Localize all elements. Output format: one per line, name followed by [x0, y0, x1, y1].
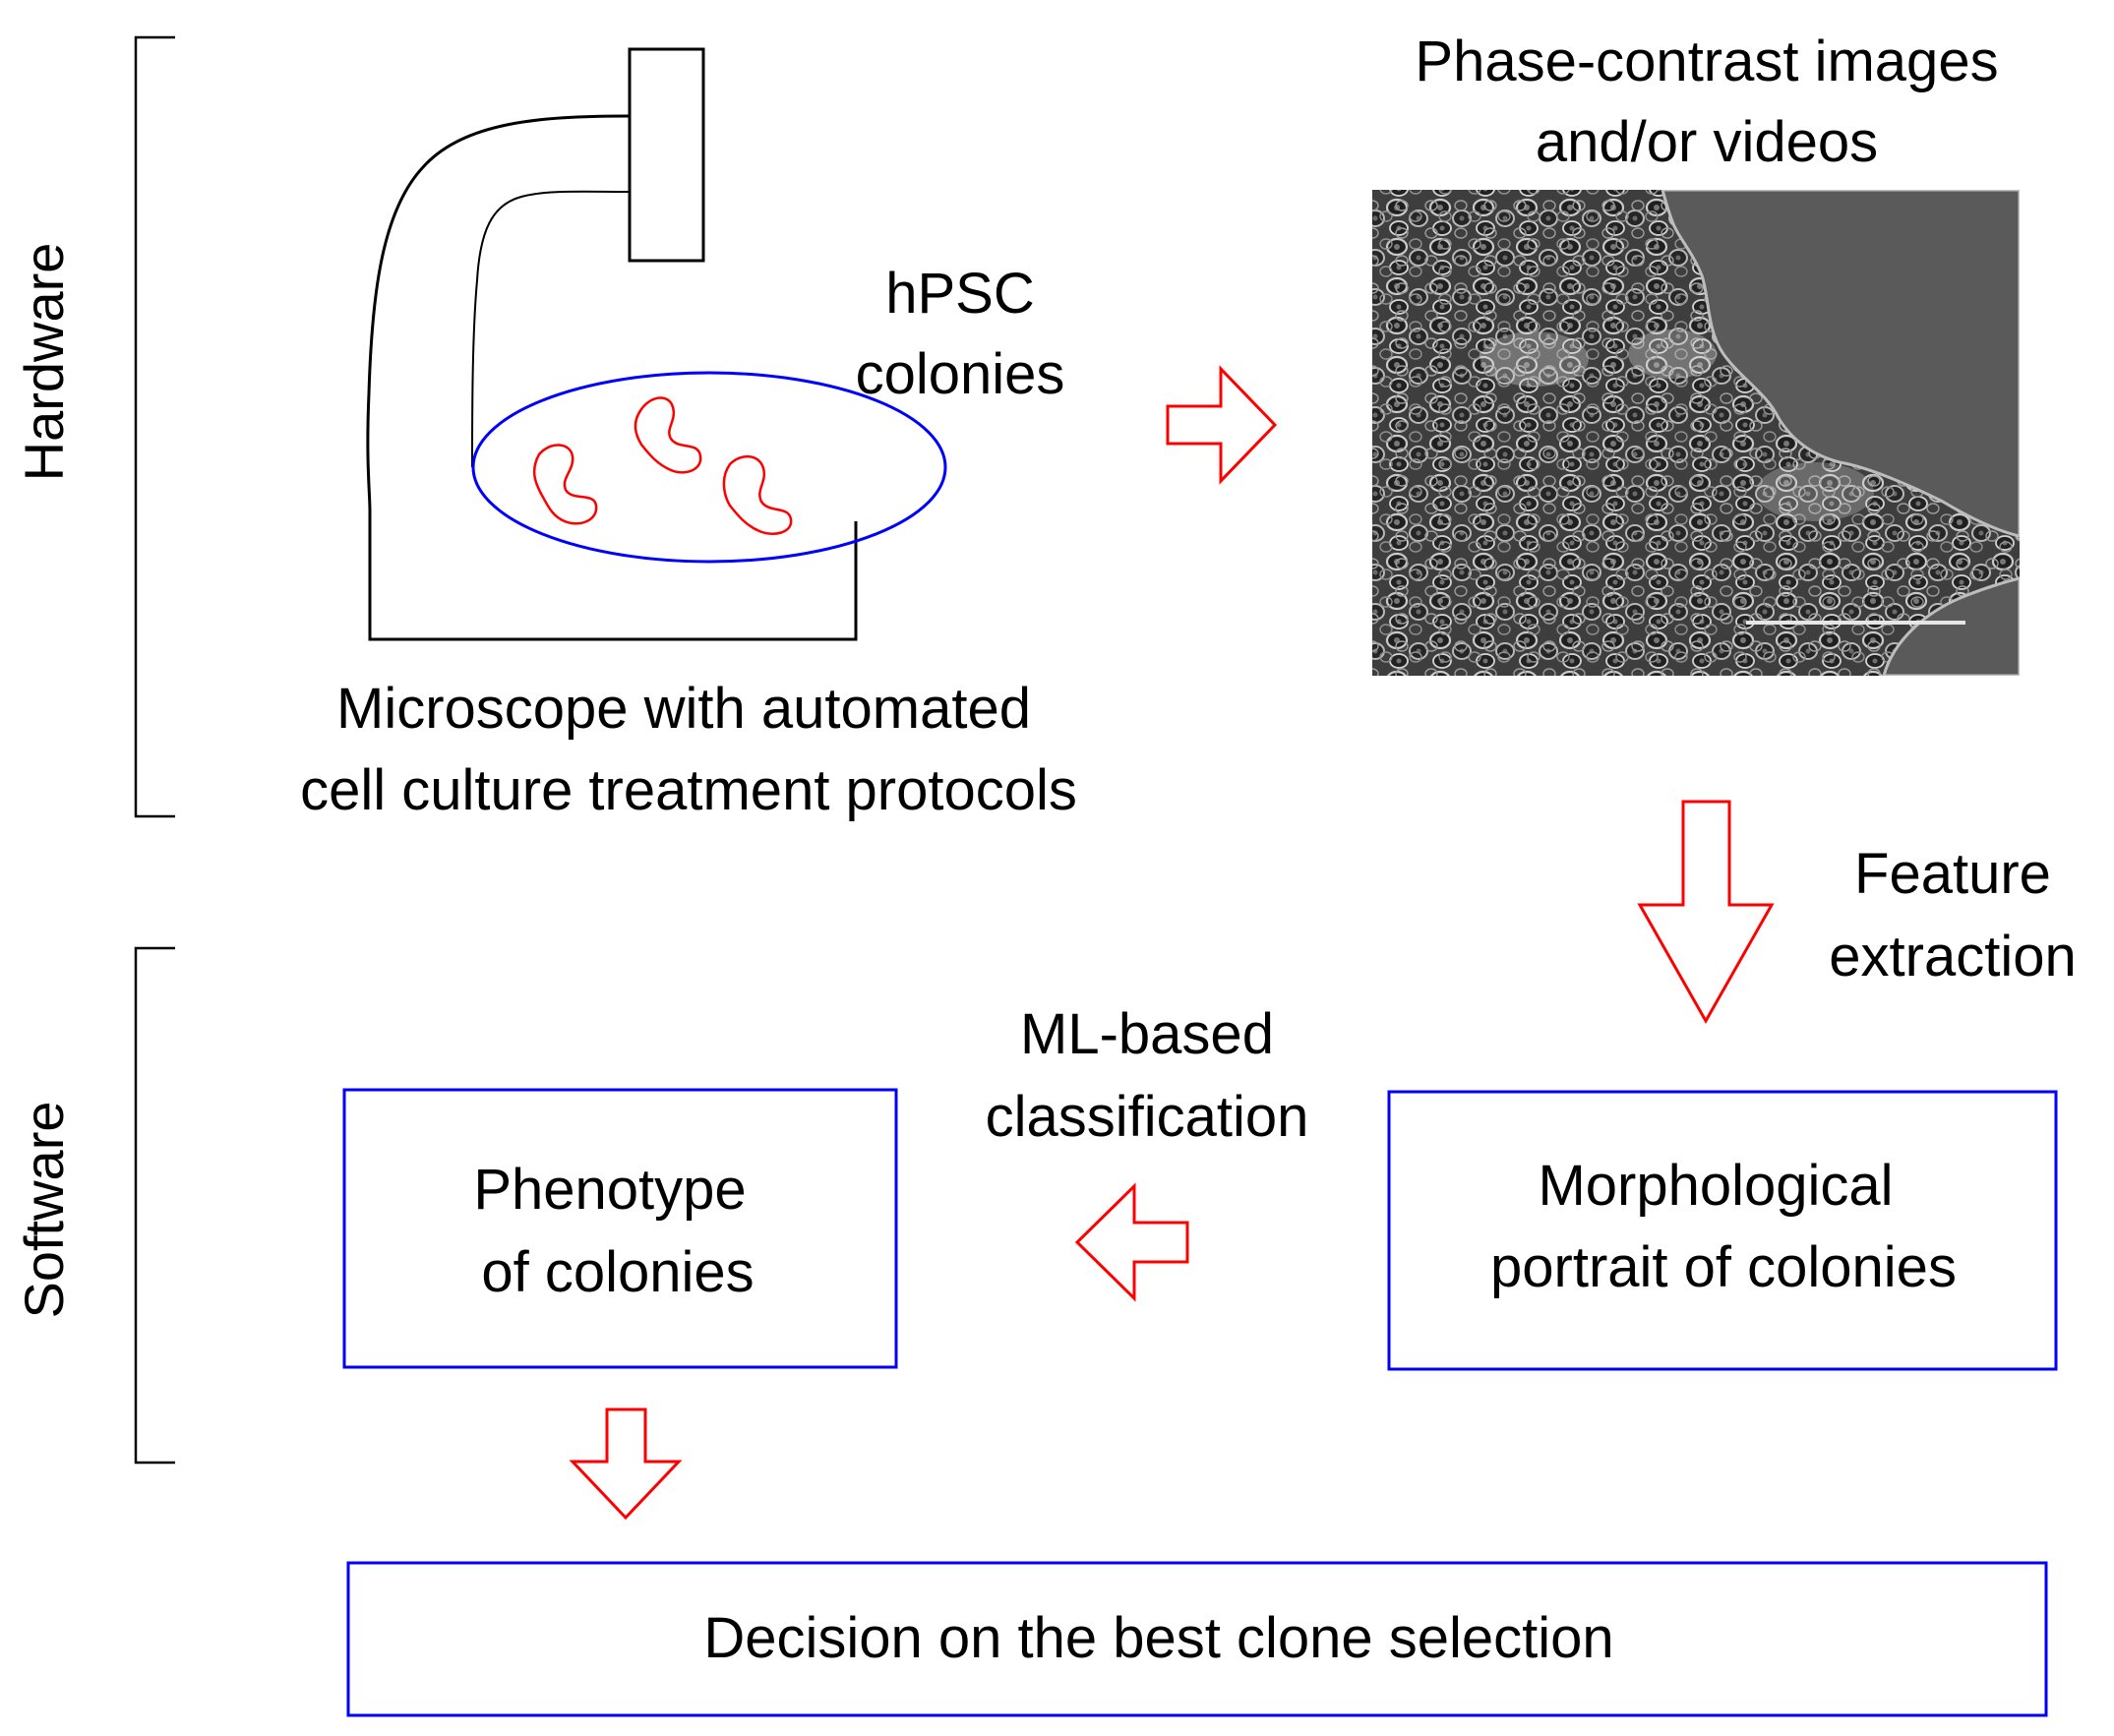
colony-shape-1 — [532, 444, 598, 525]
phase-contrast-image — [1372, 190, 2020, 676]
morphological-portrait-box — [1387, 1090, 2058, 1371]
image-panel-title-line2: and/or videos — [1536, 110, 1878, 174]
colony-shape-2 — [634, 396, 702, 474]
feature-extraction-line1: Feature — [1854, 842, 2051, 906]
bright-cell-region-3 — [1756, 462, 1874, 521]
hardware-bracket — [134, 35, 175, 818]
empty-substrate-corner — [1882, 576, 2020, 676]
phenotype-line1: Phenotype — [473, 1158, 746, 1222]
arrow-down-feature-extraction — [1637, 800, 1775, 1025]
bright-cell-region-2 — [1628, 329, 1717, 379]
software-bracket — [134, 946, 175, 1465]
hardware-section-label: Hardware — [13, 243, 75, 482]
decision-text: Decision on the best clone selection — [703, 1606, 1613, 1670]
arrow-down-to-decision — [569, 1407, 683, 1521]
microscope-arm-inner — [471, 190, 631, 468]
colony-shape-3 — [722, 455, 793, 535]
microscope-arm-outer — [366, 114, 858, 641]
ml-classification-line2: classification — [986, 1085, 1309, 1149]
colonies-label-line2: colonies — [856, 342, 1065, 406]
colonies-label-line1: hPSC — [885, 262, 1035, 326]
empty-substrate-region — [1661, 190, 2020, 538]
microscope-icon — [366, 47, 947, 641]
arrow-right-to-images — [1166, 365, 1278, 485]
culture-dish — [471, 371, 947, 564]
microscope-eyepiece — [628, 47, 705, 263]
morphological-portrait-line1: Morphological — [1538, 1154, 1893, 1218]
microscope-caption-line2: cell culture treatment protocols — [300, 758, 1077, 822]
bright-cell-region-1 — [1480, 331, 1589, 387]
phenotype-box — [342, 1088, 898, 1369]
arrow-left-to-phenotype — [1074, 1182, 1189, 1302]
morphological-portrait-line2: portrait of colonies — [1490, 1235, 1957, 1299]
microscope-caption-line1: Microscope with automated — [336, 677, 1031, 741]
feature-extraction-line2: extraction — [1829, 925, 2076, 988]
phenotype-line2: of colonies — [481, 1240, 754, 1304]
ml-classification-line1: ML-based — [1020, 1002, 1274, 1066]
decision-box — [346, 1561, 2048, 1717]
software-section-label: Software — [13, 1102, 75, 1319]
image-panel-title-line1: Phase-contrast images — [1415, 30, 1998, 93]
